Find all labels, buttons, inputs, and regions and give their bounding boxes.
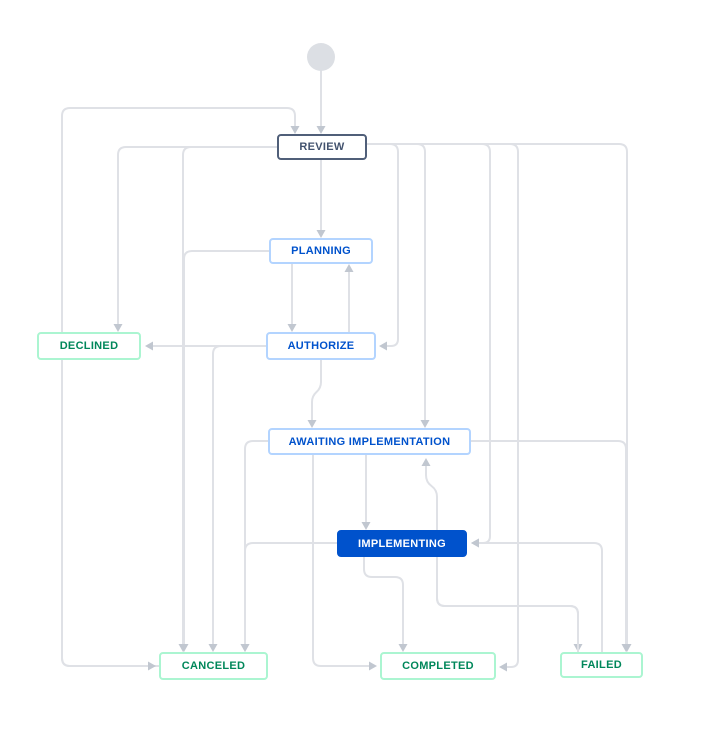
edge-review-to-completed <box>366 143 519 668</box>
arrowhead-implementing-to-canceled <box>240 644 250 652</box>
arrowhead-planning-to-authorize <box>287 324 297 332</box>
arrowhead-implementing-to-completed <box>398 644 408 652</box>
edge-authorize-to-canceled <box>212 345 267 648</box>
node-authorize[interactable]: AUTHORIZE <box>266 332 376 360</box>
edge-review-to-awaiting-implementation <box>366 143 426 424</box>
arrowhead-authorize-to-declined <box>145 341 153 351</box>
node-completed[interactable]: COMPLETED <box>380 652 496 680</box>
arrowhead-review-to-authorize <box>379 341 387 351</box>
arrowhead-authorize-to-planning <box>344 264 354 272</box>
arrowhead-canceled-to-review <box>290 126 300 134</box>
edge-awaiting-implementation-to-canceled <box>244 440 269 648</box>
edge-authorize-to-awaiting-implementation <box>311 359 322 424</box>
node-declined[interactable]: DECLINED <box>37 332 141 360</box>
arrowhead-awaiting-implementation-to-completed <box>369 661 377 671</box>
arrowhead-awaiting-implementation-to-implementing <box>361 522 371 530</box>
start-node[interactable] <box>307 43 335 71</box>
arrowhead-review-to-declined <box>113 324 123 332</box>
edge-planning-to-canceled <box>183 250 270 648</box>
edge-awaiting-implementation-to-failed <box>470 440 627 648</box>
edge-canceled-to-review <box>61 107 296 667</box>
arrowhead-declined-to-canceled <box>148 661 156 671</box>
arrowhead-review-to-planning <box>316 230 326 238</box>
node-planning[interactable]: PLANNING <box>269 238 373 264</box>
node-failed[interactable]: FAILED <box>560 652 643 678</box>
arrowhead-review-to-awaiting-implementation <box>420 420 430 428</box>
edge-failed-to-implementing <box>475 542 603 653</box>
edge-failed-to-awaiting-implementation <box>425 462 579 653</box>
arrowhead-start-to-review <box>316 126 326 134</box>
node-canceled[interactable]: CANCELED <box>159 652 268 680</box>
arrowhead-failed-to-implementing <box>471 538 479 548</box>
edge-awaiting-implementation-to-completed <box>312 454 373 667</box>
arrowhead-authorize-to-awaiting-implementation <box>307 420 317 428</box>
edge-implementing-to-failed <box>436 556 579 648</box>
edge-declined-to-canceled <box>61 359 152 667</box>
arrowhead-review-to-completed <box>499 662 507 672</box>
arrowhead-authorize-to-canceled <box>208 644 218 652</box>
node-implementing[interactable]: IMPLEMENTING <box>337 530 467 557</box>
node-review[interactable]: REVIEW <box>277 134 367 160</box>
arrowhead-awaiting-implementation-to-failed <box>621 644 631 652</box>
edge-review-to-canceled <box>182 146 278 648</box>
arrowhead-failed-to-awaiting-implementation <box>421 458 431 466</box>
edge-implementing-to-completed <box>363 556 404 648</box>
edge-review-to-failed <box>366 143 628 648</box>
node-awaiting-implementation[interactable]: AWAITING IMPLEMENTATION <box>268 428 471 455</box>
edge-implementing-to-canceled <box>244 542 338 648</box>
edge-review-to-declined <box>117 146 278 328</box>
arrowhead-planning-to-canceled <box>179 644 189 652</box>
